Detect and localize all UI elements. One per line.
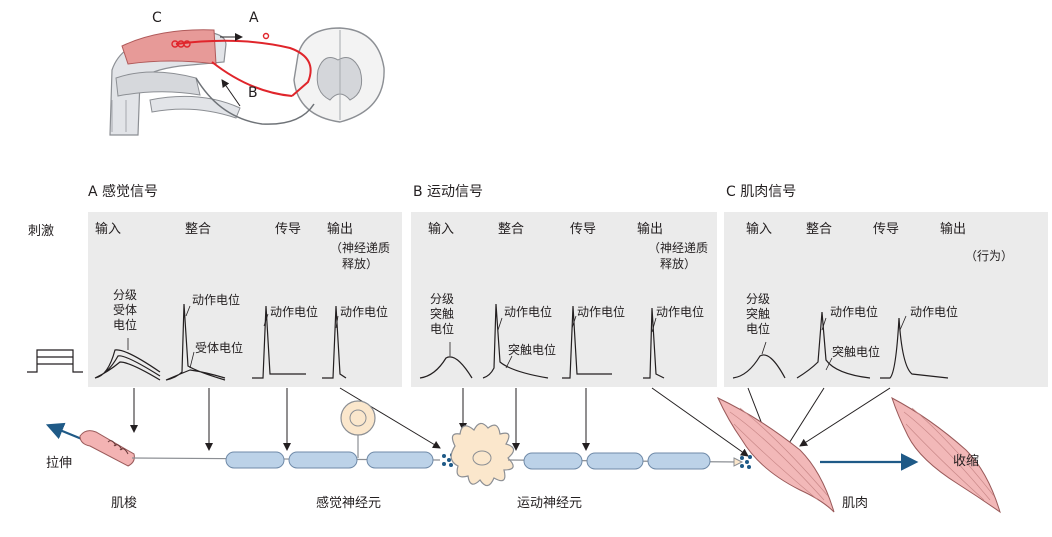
myelin-sheaths-motor	[523, 452, 711, 470]
c-integration-label: 整合	[806, 222, 833, 237]
muscle-relaxed-icon	[716, 396, 835, 513]
b-input-label: 输入	[428, 222, 455, 237]
c-synaptic-potential-label: 突触电位	[832, 345, 881, 359]
panel-sensory-signal	[88, 212, 402, 387]
wave-c-input	[732, 354, 786, 379]
stretch-label: 拉伸	[46, 456, 73, 471]
c-graded-synaptic-label: 分级 突触 电位	[746, 292, 771, 336]
stimulus-trace	[27, 349, 83, 373]
a-integration-label: 整合	[185, 222, 212, 237]
muscle-spindle-icon	[79, 430, 135, 467]
top-label-b: B	[248, 85, 258, 101]
c-input-label: 输入	[746, 222, 773, 237]
wave-b-conduction	[562, 305, 612, 379]
arrow-b-top	[221, 79, 241, 107]
b-integration-label: 整合	[498, 222, 525, 237]
top-label-a: A	[249, 10, 259, 26]
c-ap-conduction-label: 动作电位	[910, 305, 959, 319]
c-ap-integration-label: 动作电位	[830, 305, 879, 319]
spinal-cord-illustration	[293, 27, 385, 123]
waveforms	[27, 303, 949, 381]
muscle-contracted-icon	[891, 396, 1001, 514]
contraction-label: 收缩	[953, 454, 980, 469]
muscle-label: 肌肉	[842, 496, 869, 511]
wave-b-input	[419, 356, 473, 379]
b-ap-integration-label: 动作电位	[504, 305, 553, 319]
a-input-label: 输入	[95, 222, 122, 237]
c-output-note: （行为）	[965, 249, 1014, 263]
sensory-neuron-soma	[340, 400, 376, 458]
motor-terminal	[733, 457, 744, 467]
a-output-label: 输出	[327, 222, 354, 237]
stimulus-label: 刺激	[28, 224, 55, 239]
spindle-label: 肌梭	[111, 496, 138, 511]
b-ap-output-label: 动作电位	[656, 305, 705, 319]
b-synaptic-potential-label: 突触电位	[508, 343, 557, 357]
section-c-title: C 肌肉信号	[726, 184, 797, 200]
b-output-label: 输出	[637, 222, 664, 237]
a-conduction-label: 传导	[275, 222, 302, 237]
wave-b-output	[643, 307, 665, 379]
a-ap-output-label: 动作电位	[340, 305, 389, 319]
section-a-title: A 感觉信号	[88, 184, 159, 200]
motor-neuron-nucleus	[472, 450, 492, 466]
wave-a-output	[322, 305, 347, 379]
b-conduction-label: 传导	[570, 222, 597, 237]
motor-axon-red	[211, 61, 293, 97]
myelin-sheaths-sensory	[225, 451, 434, 469]
motor-neuron-label: 运动神经元	[517, 496, 583, 511]
a-ap-conduction-label: 动作电位	[270, 305, 319, 319]
panel-motor-signal	[411, 212, 717, 387]
section-b-title: B 运动信号	[413, 184, 484, 200]
a-output-note: （神经递质 释放）	[330, 241, 391, 271]
a-receptor-potential-label: 受体电位	[195, 341, 244, 355]
leader-lines	[127, 305, 907, 371]
panel-muscle-signal	[724, 212, 1048, 387]
sensory-axon-red	[175, 39, 312, 97]
b-output-note: （神经递质 释放）	[648, 241, 709, 271]
b-graded-synaptic-label: 分级 突触 电位	[430, 292, 455, 336]
wave-a-input	[94, 349, 161, 381]
c-conduction-label: 传导	[873, 222, 900, 237]
b-ap-conduction-label: 动作电位	[577, 305, 626, 319]
receptor-terminal-icon	[262, 32, 270, 40]
down-arrows	[130, 387, 891, 457]
a-graded-receptor-label: 分级 受体 电位	[113, 288, 138, 332]
gray-pathway	[195, 77, 315, 125]
wave-a-conduction	[252, 305, 306, 379]
a-ap-integration-label: 动作电位	[192, 293, 241, 307]
wave-a-integration	[165, 303, 226, 381]
sensory-neuron-label: 感觉神经元	[316, 496, 382, 511]
knee-illustration	[109, 29, 241, 136]
wave-b-integration	[482, 303, 549, 379]
wave-c-conduction	[880, 317, 949, 379]
wave-c-integration	[796, 311, 871, 379]
c-output-label: 输出	[940, 222, 967, 237]
top-label-c: C	[152, 10, 162, 26]
